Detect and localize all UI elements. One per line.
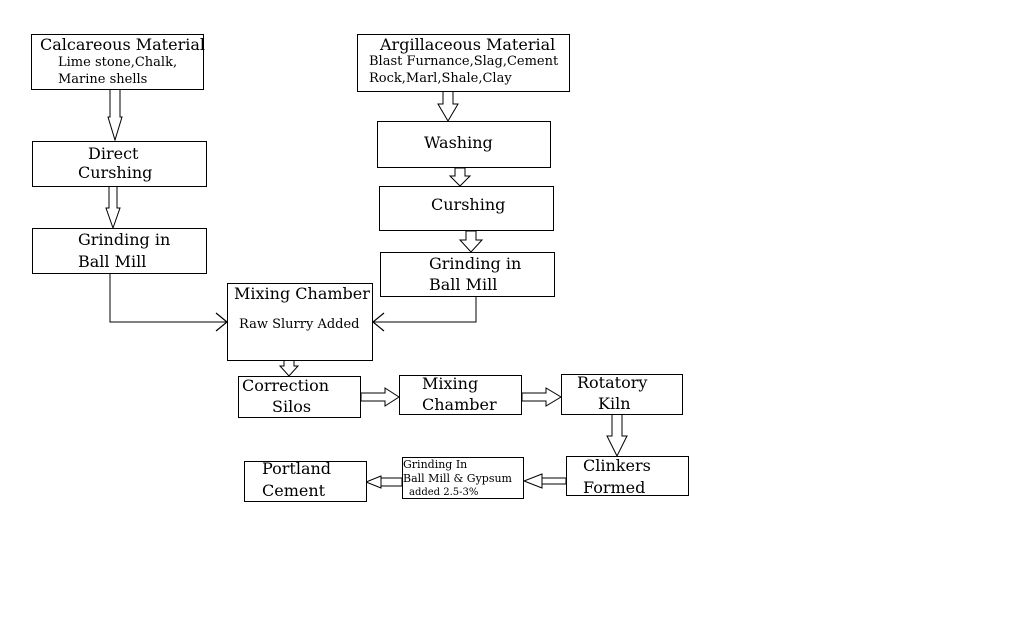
mixing-chamber-2-line1: Mixing <box>422 374 479 393</box>
direct-crushing-line2: Curshing <box>78 163 153 182</box>
grinding-left-line2: Ball Mill <box>78 252 147 271</box>
correction-silos-box <box>238 376 361 418</box>
arrow-crushing-to-grinding <box>458 230 484 253</box>
portland-cement-box <box>244 461 367 502</box>
crushing-right-box <box>379 186 554 231</box>
clinkers-formed-box <box>566 456 689 496</box>
washing-label: Washing <box>424 133 493 152</box>
clinkers-line1: Clinkers <box>583 456 651 475</box>
correction-silos-line2: Silos <box>272 397 312 416</box>
calcareous-line1: Lime stone,Chalk, <box>58 55 178 70</box>
portland-line2: Cement <box>262 481 326 500</box>
arrow-mixing-to-silos <box>278 359 300 377</box>
arrow-clinkers-to-gypsum <box>522 473 567 489</box>
arrow-calcareous-to-direct-crushing <box>107 88 123 142</box>
arrow-direct-crushing-to-grinding <box>105 185 121 230</box>
mixing-chamber-2-line2: Chamber <box>422 395 497 414</box>
clinkers-line2: Formed <box>583 478 646 497</box>
arrowhead-right-into-mixing <box>372 312 385 332</box>
portland-line1: Portland <box>262 459 332 478</box>
mixing-chamber-title: Mixing Chamber <box>234 284 370 303</box>
line-right-grinding-to-mixing <box>373 296 477 323</box>
direct-crushing-line1: Direct <box>88 144 139 163</box>
mixing-chamber-box <box>227 283 373 361</box>
washing-box <box>377 121 551 168</box>
calcareous-title: Calcareous Material <box>40 35 205 54</box>
arrow-kiln-to-clinkers <box>606 413 628 458</box>
rotatory-kiln-box <box>561 374 683 415</box>
crushing-right-label: Curshing <box>431 195 506 214</box>
arrow-silos-to-mixing2 <box>360 387 400 407</box>
grinding-right-line1: Grinding in <box>429 254 522 273</box>
mixing-chamber-sub: Raw Slurry Added <box>239 317 360 332</box>
arrow-gypsum-to-portland <box>364 475 403 489</box>
direct-crushing-box <box>32 141 207 187</box>
arrow-mixing2-to-kiln <box>521 387 562 407</box>
grinding-gypsum-box <box>402 457 524 499</box>
grinding-gypsum-line1: Grinding In <box>403 458 468 471</box>
grinding-left-box <box>32 228 207 274</box>
mixing-chamber-2-box <box>399 375 522 415</box>
calcareous-line2: Marine shells <box>58 72 148 87</box>
correction-silos-line1: Correction <box>242 376 330 395</box>
argillaceous-line1: Blast Furnance,Slag,Cement <box>369 54 559 69</box>
grinding-gypsum-line3: added 2.5-3% <box>409 487 479 498</box>
grinding-right-line2: Ball Mill <box>429 275 498 294</box>
arrow-washing-to-crushing <box>448 167 472 187</box>
grinding-gypsum-line2: Ball Mill & Gypsum <box>403 472 512 485</box>
rotatory-kiln-line1: Rotatory <box>577 373 648 392</box>
argillaceous-material-box <box>357 34 570 92</box>
line-left-grinding-to-mixing <box>109 273 227 323</box>
arrow-argillaceous-to-washing <box>437 90 459 122</box>
grinding-right-box <box>380 252 555 297</box>
argillaceous-line2: Rock,Marl,Shale,Clay <box>369 71 512 86</box>
rotatory-kiln-line2: Kiln <box>598 394 631 413</box>
argillaceous-title: Argillaceous Material <box>380 35 556 54</box>
grinding-left-line1: Grinding in <box>78 230 171 249</box>
calcareous-material-box <box>31 34 204 90</box>
